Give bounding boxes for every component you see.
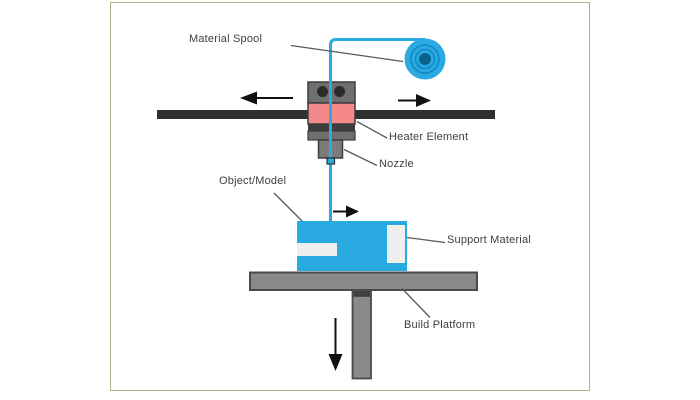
diagram-frame — [110, 2, 590, 391]
leader-nozzle — [343, 148, 378, 167]
material-spool-graphic — [404, 38, 446, 80]
filament-path — [329, 38, 425, 222]
object-model-label: Object/Model — [219, 175, 287, 187]
arrow-right-icon — [398, 94, 431, 107]
leader-heater-element — [356, 120, 388, 139]
platform-column — [351, 289, 372, 380]
motion-arrows — [240, 91, 431, 371]
nozzle-label: Nozzle — [379, 158, 414, 170]
arrow-left-icon — [240, 91, 293, 105]
feed-roller-icon — [317, 86, 328, 97]
support-material-label: Support Material — [447, 234, 531, 246]
heater-element-label: Heater Element — [389, 131, 469, 143]
leader-support-material — [406, 236, 446, 244]
support-material-left — [297, 243, 337, 256]
leader-build-platform — [401, 288, 431, 318]
object-model-graphic — [297, 221, 407, 271]
build-platform-label: Build Platform — [404, 319, 476, 331]
nozzle-tip — [326, 157, 336, 165]
feed-roller-icon — [334, 86, 345, 97]
build-platform-graphic — [249, 271, 478, 380]
support-material-right — [387, 225, 405, 263]
leader-object-model — [273, 192, 303, 222]
spool-hub — [419, 53, 431, 65]
arrow-down-icon — [328, 318, 343, 371]
arrow-right-small-icon — [333, 205, 359, 218]
material-spool-label: Material Spool — [189, 33, 263, 45]
leader-lines — [273, 44, 446, 318]
column-joint — [353, 290, 370, 297]
platform-plate — [249, 271, 478, 291]
leader-material-spool — [290, 44, 404, 63]
